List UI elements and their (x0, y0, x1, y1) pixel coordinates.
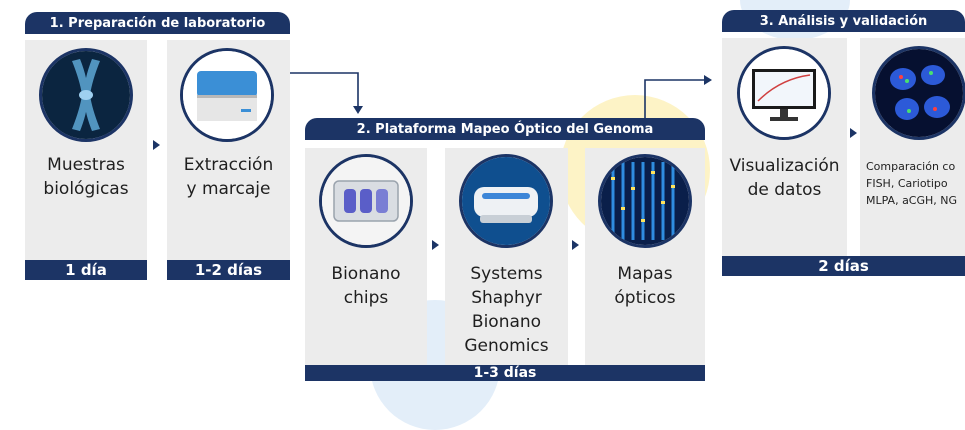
arrow-1 (153, 140, 160, 150)
duration-bar-4: 2 días (722, 256, 965, 276)
duration-bar-3: 1-3 días (305, 365, 705, 381)
card-label-extraccion: Extracción y marcaje (183, 155, 274, 199)
duration-bar-1: 1 día (25, 260, 147, 280)
card-muestras: Muestras biológicas (25, 40, 147, 260)
section-2-header: 2. Plataforma Mapeo Óptico del Genoma (305, 118, 705, 140)
monitor-icon (737, 46, 831, 140)
flow-connectors (290, 72, 712, 118)
chip-icon (319, 154, 413, 248)
card-extraccion: Extracción y marcaje (167, 40, 290, 260)
card-label-chips: Bionano chips (331, 264, 401, 308)
card-comparacion: Comparación co FISH, Cariotipo MLPA, aCG… (860, 38, 965, 256)
card-label-visualizacion: Visualización de datos (729, 156, 840, 200)
optical-map-icon (598, 154, 692, 248)
extraction-kit-icon (180, 48, 274, 142)
section-3-header: 3. Análisis y validación (722, 10, 965, 32)
card-label-saphyr: Systems Shaphyr Bionano Genomics (464, 264, 549, 356)
instrument-icon (459, 154, 553, 248)
card-chips: Bionano chips (305, 148, 427, 365)
arrow-2 (432, 240, 439, 250)
card-label-muestras: Muestras biológicas (43, 155, 129, 199)
card-mapas: Mapas ópticos (585, 148, 705, 365)
duration-bar-2: 1-2 días (167, 260, 290, 280)
arrow-4 (850, 128, 857, 138)
card-visualizacion: Visualización de datos (722, 38, 847, 256)
card-saphyr: Systems Shaphyr Bionano Genomics (445, 148, 568, 365)
card-label-comparacion: Comparación co FISH, Cariotipo MLPA, aCG… (866, 160, 958, 207)
arrow-3 (572, 240, 579, 250)
section-1-header: 1. Preparación de laboratorio (25, 12, 290, 34)
fish-cells-icon (872, 46, 965, 140)
card-label-mapas: Mapas ópticos (614, 264, 676, 308)
chromosome-icon (39, 48, 133, 142)
